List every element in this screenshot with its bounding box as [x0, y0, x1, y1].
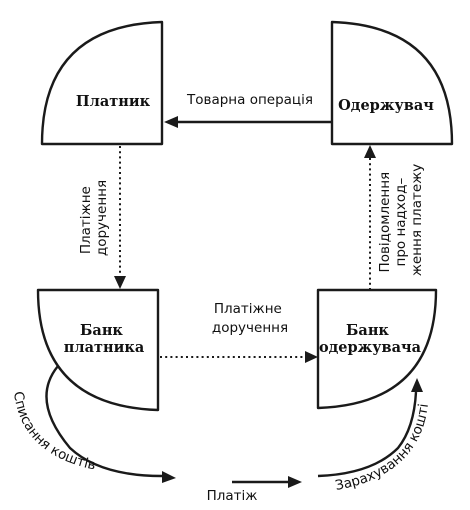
goods-operation-arrow: [164, 116, 332, 128]
payment-arrow: [232, 476, 302, 488]
payment-order-left-arrow: [114, 146, 126, 289]
payment-label: Платіж: [207, 488, 258, 504]
receiver-label: Одержувач: [338, 97, 434, 114]
receiver-bank-label: Банк одержувача: [319, 322, 422, 356]
debiting-curve: [45, 365, 176, 483]
payment-order-middle-label: Платіжне доручення: [212, 301, 288, 336]
debiting-label: Списання коштів: [10, 390, 97, 473]
payer-bank-label: Банк платника: [64, 322, 145, 356]
receipt-notice-arrow: [364, 145, 376, 290]
goods-operation-label: Товарна операція: [186, 92, 313, 108]
receipt-notice-label: Повідомлення про надход– ження платежу: [377, 164, 425, 277]
payer-label: Платник: [76, 93, 151, 110]
payment-order-left-label: Платіжне доручення: [78, 180, 110, 256]
payer-shape: [40, 20, 164, 146]
payment-order-middle-arrow: [160, 351, 318, 363]
payer-bank-shape: [36, 288, 160, 412]
crediting-curve: [317, 378, 423, 478]
receiver-bank-shape: [316, 288, 438, 410]
receiver-shape: [330, 20, 454, 146]
